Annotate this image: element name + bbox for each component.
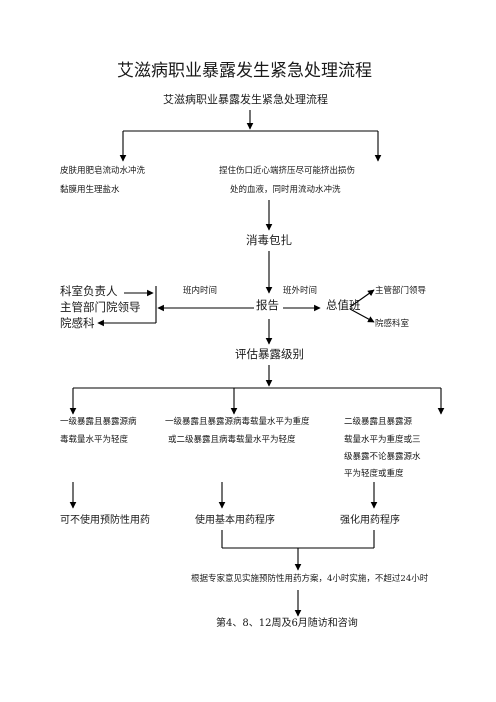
arrow-duty-up bbox=[349, 289, 375, 308]
squeeze-step-line2: 处的血液，同时用流动水冲洗 bbox=[230, 185, 341, 195]
duty-admin-leader: 主管部门领导 bbox=[375, 286, 427, 296]
level-c-line1: 二级暴露且暴露源 bbox=[344, 417, 413, 427]
report-infection-dept: 院感科 bbox=[60, 316, 95, 330]
in-hours-label: 班内时间 bbox=[183, 286, 218, 296]
level-c-line2: 载量水平为重度或三 bbox=[344, 435, 421, 445]
level-a-line1: 一级暴露且暴露源病 bbox=[60, 417, 137, 427]
level-b-line2: 或二级暴露且病毒载量水平为轻度 bbox=[168, 435, 296, 445]
page-title: 艾滋病职业暴露发生紧急处理流程 bbox=[117, 61, 372, 81]
level-c-line3: 级暴露不论暴露源水 bbox=[344, 452, 421, 462]
outcome-enhanced-regimen: 强化用药程序 bbox=[340, 515, 400, 526]
out-hours-label: 班外时间 bbox=[283, 286, 318, 296]
arrow-duty-down bbox=[349, 308, 375, 323]
expert-advice-step: 根据专家意见实施预防性用药方案，4小时实施，不超过24小时 bbox=[191, 574, 429, 584]
report-admin-leader: 主管部门院领导 bbox=[60, 300, 141, 314]
duty-infection-office: 院感科室 bbox=[375, 319, 410, 329]
duty-officer-node: 总值班 bbox=[326, 298, 361, 312]
level-b-line1: 一级暴露且暴露源病毒载量水平为重度 bbox=[165, 417, 310, 427]
wash-step-line1: 皮肤用肥皂流动水冲洗 bbox=[60, 166, 146, 176]
disinfect-step: 消毒包扎 bbox=[246, 233, 292, 247]
level-a-line2: 毒载量水平为轻度 bbox=[60, 435, 129, 445]
outcome-basic-regimen: 使用基本用药程序 bbox=[195, 515, 275, 526]
assess-step: 评估暴露级别 bbox=[235, 347, 304, 361]
wash-step-line2: 黏膜用生理盐水 bbox=[60, 185, 120, 195]
page-subtitle: 艾滋病职业暴露发生紧急处理流程 bbox=[163, 93, 328, 106]
squeeze-step-line1: 捏住伤口近心端挤压尽可能挤出损伤 bbox=[219, 166, 356, 176]
followup-step: 第4、8、12周及6月随访和咨询 bbox=[216, 618, 358, 629]
level-c-line4: 平为轻度或重度 bbox=[344, 469, 404, 479]
report-node: 报告 bbox=[256, 298, 279, 312]
report-dept-head: 科室负责人 bbox=[60, 284, 118, 298]
outcome-no-prophylaxis: 可不使用预防性用药 bbox=[60, 515, 150, 526]
